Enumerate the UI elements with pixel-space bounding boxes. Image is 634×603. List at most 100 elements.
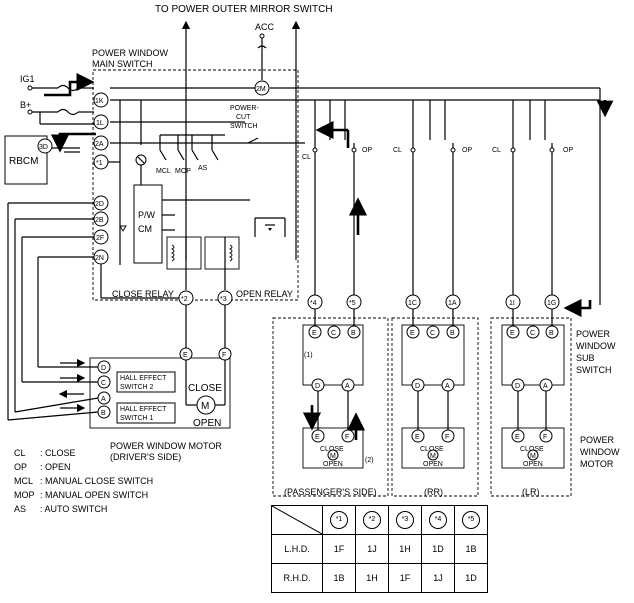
rr-pin-e: E xyxy=(406,325,420,339)
drv-close-label: CLOSE xyxy=(188,383,222,394)
sub-switch-label-1: POWER xyxy=(576,329,611,339)
lr-motor-e: E xyxy=(511,429,525,443)
cell: 1H xyxy=(388,534,422,564)
rr-open: OPEN xyxy=(423,461,443,468)
conn-2m: 2M xyxy=(254,80,270,96)
rr-close: CLOSE xyxy=(420,446,444,453)
mop-label: MOP xyxy=(175,168,191,175)
pw-motor-label-3: MOTOR xyxy=(580,459,614,469)
pwcm-label-2: CM xyxy=(138,224,152,234)
svg-text:1A: 1A xyxy=(448,300,457,307)
header-star5: *5 xyxy=(462,511,480,529)
svg-text:1G: 1G xyxy=(547,300,556,307)
rr-pin-d: D xyxy=(411,378,425,392)
lr-pin-e: E xyxy=(506,325,520,339)
legend-desc-5: : AUTO SWITCH xyxy=(40,504,107,514)
svg-text:2M: 2M xyxy=(256,86,266,93)
svg-text:E: E xyxy=(410,330,415,337)
svg-text:B: B xyxy=(351,330,356,337)
header-star1: *1 xyxy=(330,511,348,529)
rr-m: M xyxy=(430,453,436,460)
pass-open: OPEN xyxy=(323,461,343,468)
rr-motor-e: E xyxy=(411,429,425,443)
pwcm-label-1: P/W xyxy=(138,210,156,220)
ig1-label: IG1 xyxy=(20,74,35,84)
drv-open-label: OPEN xyxy=(193,418,221,429)
title-top: TO POWER OUTER MIRROR SWITCH xyxy=(155,4,333,15)
legend-abbr-2: OP xyxy=(14,462,27,472)
svg-text:E: E xyxy=(415,434,420,441)
svg-text:F: F xyxy=(345,434,349,441)
hall2-label-1: HALL EFFECT xyxy=(120,375,167,382)
cell: 1F xyxy=(388,563,422,593)
legend-abbr-1: CL xyxy=(14,448,26,458)
svg-text:*2: *2 xyxy=(181,296,188,303)
rr-motor-f: F xyxy=(441,429,455,443)
conn-2f: 2F xyxy=(93,229,109,245)
pin-table: *1 *2 *3 *4 *5 L.H.D. 1F 1J 1H 1D 1B R.H… xyxy=(271,505,488,593)
pass-motor-e: E xyxy=(311,429,325,443)
svg-text:*3: *3 xyxy=(220,296,227,303)
pass-pin-c: C xyxy=(327,325,341,339)
power-cut-label-1: POWER- xyxy=(230,105,259,112)
row-label-rhd: R.H.D. xyxy=(271,563,323,593)
svg-text:2D: 2D xyxy=(95,201,104,208)
conn-star5: *5 xyxy=(346,294,362,310)
svg-text:D: D xyxy=(315,383,320,390)
cell: 1D xyxy=(454,563,488,593)
drv-pin-b: B xyxy=(97,405,111,419)
svg-text:B: B xyxy=(549,330,554,337)
legend-desc-3: : MANUAL CLOSE SWITCH xyxy=(40,476,153,486)
lr-pin-c: C xyxy=(526,325,540,339)
power-cut-label-3: SWITCH xyxy=(230,123,258,130)
header-star3: *3 xyxy=(396,511,414,529)
rbcm-label: RBCM xyxy=(9,156,38,167)
main-switch-label-2: MAIN SWITCH xyxy=(92,59,153,69)
mcl-label: MCL xyxy=(156,168,171,175)
as-label: AS xyxy=(198,165,208,172)
svg-text:F: F xyxy=(445,434,449,441)
cl-label-1: CL xyxy=(302,154,311,161)
cell: 1B xyxy=(322,563,356,593)
drv-pin-a: A xyxy=(97,391,111,405)
svg-text:*1: *1 xyxy=(96,160,103,167)
lr-label: (LR) xyxy=(522,487,540,497)
conn-3d: 3D xyxy=(37,138,53,154)
legend-desc-1: : CLOSE xyxy=(40,448,76,458)
cl-label-2: CL xyxy=(393,147,402,154)
svg-text:D: D xyxy=(415,383,420,390)
header-star4: *4 xyxy=(429,511,447,529)
sub-switch-label-3: SUB xyxy=(576,353,595,363)
svg-text:2N: 2N xyxy=(95,255,104,262)
cell: 1B xyxy=(454,534,488,564)
cell: 1D xyxy=(421,534,455,564)
table-row: R.H.D. 1B 1H 1F 1J 1D xyxy=(271,563,488,593)
conn-star4: *4 xyxy=(307,294,323,310)
conn-1i: 1I xyxy=(505,294,521,310)
bplus-label: B+ xyxy=(20,100,31,110)
pass-pin-b: B xyxy=(347,325,361,339)
svg-text:E: E xyxy=(315,434,320,441)
legend-abbr-4: MOP xyxy=(14,490,35,500)
header-star2: *2 xyxy=(363,511,381,529)
close-relay-label: CLOSE RELAY xyxy=(112,289,174,299)
conn-2b: 2B xyxy=(93,211,109,227)
legend-desc-4: : MANUAL OPEN SWITCH xyxy=(40,490,148,500)
svg-text:C: C xyxy=(530,330,535,337)
cell: 1F xyxy=(322,534,356,564)
drv-pin-c: C xyxy=(97,375,111,389)
hall1-label-1: HALL EFFECT xyxy=(120,406,167,413)
legend: CL : CLOSE OP : OPEN MCL : MANUAL CLOSE … xyxy=(14,448,153,514)
svg-text:B: B xyxy=(101,410,106,417)
pw-motor-driver-1: POWER WINDOW MOTOR xyxy=(110,441,222,451)
power-cut-label-2: CUT xyxy=(236,114,251,121)
lr-pin-a: A xyxy=(539,378,553,392)
svg-text:E: E xyxy=(515,434,520,441)
svg-text:C: C xyxy=(331,330,336,337)
svg-text:F: F xyxy=(543,434,547,441)
op-label-1: OP xyxy=(362,147,372,154)
svg-text:*5: *5 xyxy=(349,300,356,307)
op-label-3: OP xyxy=(563,147,573,154)
pw-motor-driver-2: (DRIVER'S SIDE) xyxy=(110,452,181,462)
